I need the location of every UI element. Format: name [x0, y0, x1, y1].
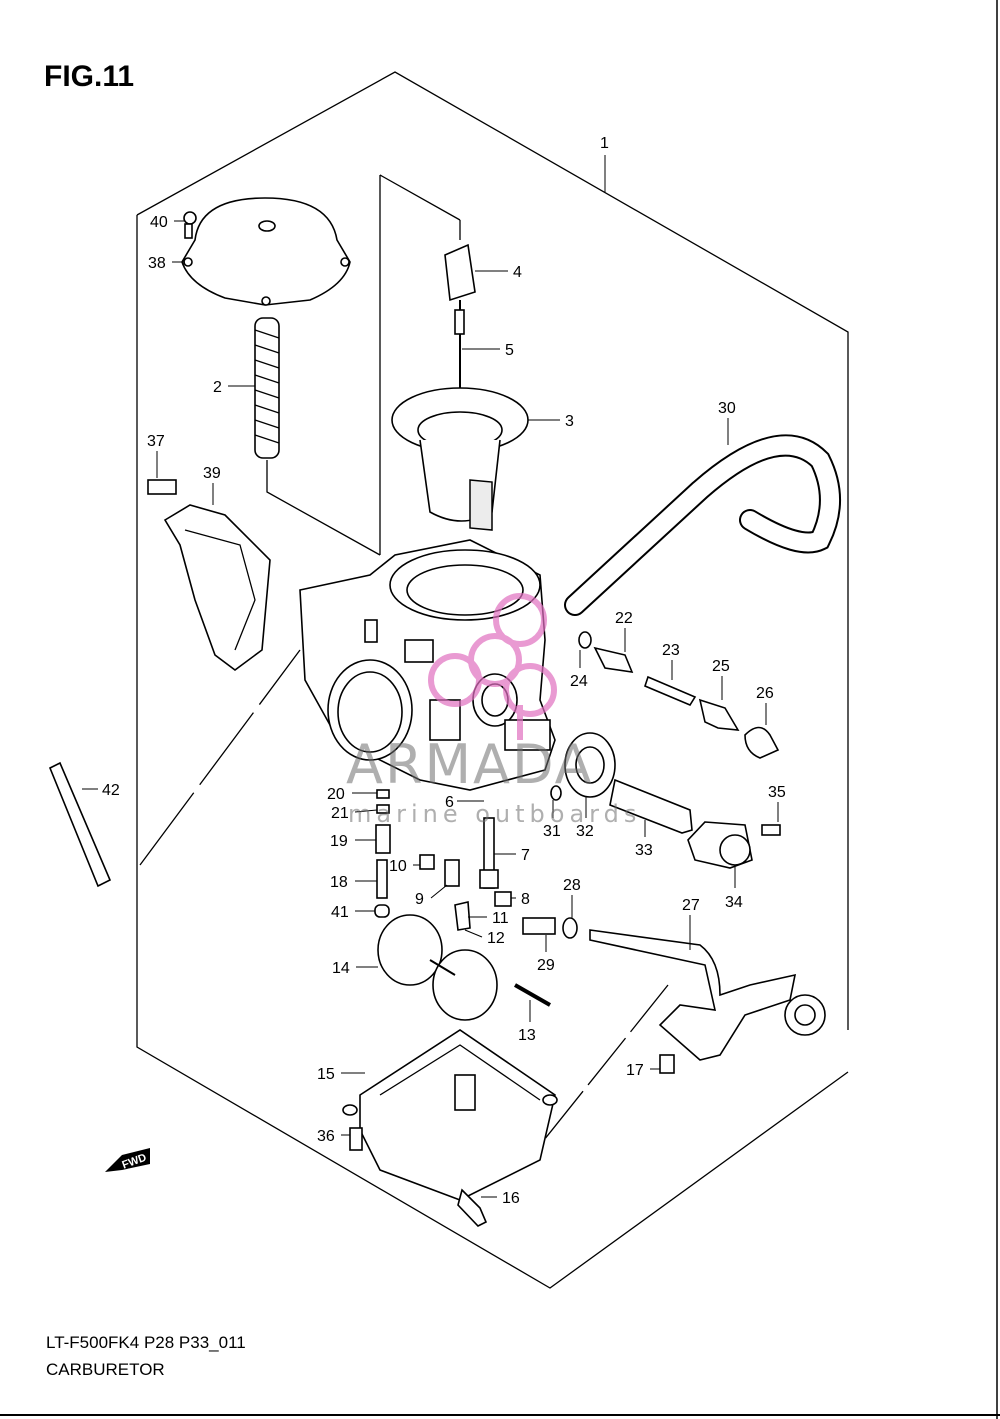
callout-17: 17 — [626, 1062, 644, 1079]
callout-11: 11 — [492, 910, 509, 927]
callout-40: 40 — [150, 214, 168, 231]
callout-13: 13 — [518, 1027, 536, 1044]
drain-tube — [48, 761, 112, 888]
callout-30: 30 — [718, 400, 736, 417]
callout-36: 36 — [317, 1128, 335, 1145]
assembly-outline-lower — [136, 215, 849, 1289]
float — [377, 914, 498, 1021]
figure-title: FIG.11 — [44, 60, 135, 93]
callout-14: 14 — [332, 960, 350, 977]
callout-3: 3 — [565, 413, 574, 430]
callout-16: 16 — [502, 1190, 520, 1207]
pilot-screw-set — [578, 631, 780, 759]
callout-26: 26 — [756, 685, 774, 702]
callout-42: 42 — [102, 782, 120, 799]
callout-22: 22 — [615, 610, 633, 627]
callout-31: 31 — [543, 823, 561, 840]
diaphragm-piston — [391, 387, 529, 531]
callout-10: 10 — [389, 858, 407, 875]
spring-2 — [254, 317, 280, 459]
top-cover-cap — [181, 197, 351, 306]
callout-23: 23 — [662, 642, 680, 659]
bracket-39 — [147, 479, 271, 671]
callout-33: 33 — [635, 842, 653, 859]
callout-8: 8 — [521, 891, 530, 908]
cable-bracket — [589, 929, 826, 1061]
assembly-outline — [136, 71, 849, 1030]
float-bowl — [342, 1029, 675, 1227]
callout-32: 32 — [576, 823, 594, 840]
callout-41: 41 — [331, 904, 349, 921]
callout-34: 34 — [725, 894, 743, 911]
callout-5: 5 — [505, 342, 514, 359]
forward-arrow-icon: FWD — [105, 1148, 150, 1172]
leader-line-21 — [354, 809, 378, 813]
callout-9: 9 — [415, 891, 424, 908]
spring-guide-line — [266, 460, 381, 556]
figure-name: CARBURETOR — [46, 1360, 165, 1379]
callout-35: 35 — [768, 784, 786, 801]
callout-1: 1 — [600, 135, 609, 152]
watermark-subtitle: marine outboards — [348, 800, 642, 828]
callout-4: 4 — [513, 264, 522, 281]
watermark-logo — [428, 593, 557, 740]
callout-15: 15 — [317, 1066, 335, 1083]
inner-outline-top — [379, 174, 461, 221]
spring-washer-set — [522, 917, 578, 939]
callout-2: 2 — [213, 379, 222, 396]
callout-labels: 1234567891011121314151617181920212223242… — [82, 135, 786, 1207]
float-pin — [514, 983, 551, 1007]
callout-7: 7 — [521, 847, 530, 864]
model-code: LT-F500FK4 P28 P33_011 — [46, 1333, 246, 1352]
lower-guide-line — [539, 984, 669, 1146]
callout-38: 38 — [148, 255, 166, 272]
callout-28: 28 — [563, 877, 581, 894]
watermark-brand: ARMADA — [346, 733, 594, 796]
callout-25: 25 — [712, 658, 730, 675]
callout-19: 19 — [330, 833, 348, 850]
callout-37: 37 — [147, 433, 165, 450]
carburetor-body — [299, 539, 556, 791]
callout-18: 18 — [330, 874, 348, 891]
callout-24: 24 — [570, 673, 588, 690]
jet-set — [374, 789, 512, 931]
callout-27: 27 — [682, 897, 700, 914]
needle-holder — [444, 243, 476, 405]
left-guide-line — [139, 649, 301, 866]
leader-line-9 — [430, 884, 448, 899]
leader-line-12 — [464, 929, 483, 938]
callout-6: 6 — [445, 794, 454, 811]
callout-39: 39 — [203, 465, 221, 482]
callout-20: 20 — [327, 786, 345, 803]
callout-29: 29 — [537, 957, 555, 974]
callout-21: 21 — [331, 805, 349, 822]
accelerator-pump — [550, 732, 781, 869]
callout-12: 12 — [487, 930, 505, 947]
